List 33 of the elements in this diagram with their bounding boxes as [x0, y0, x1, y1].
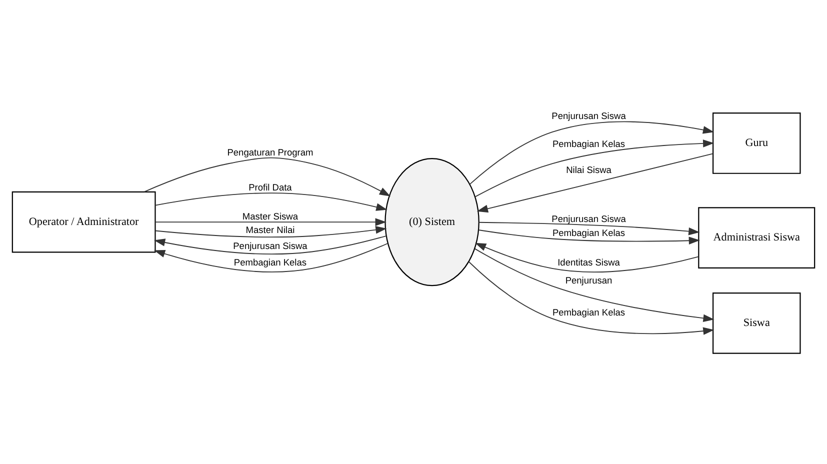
- edge-label: Pembagian Kelas: [552, 138, 626, 148]
- edge-label: Penjurusan Siswa: [552, 110, 626, 121]
- arrow: [478, 221, 700, 235]
- arrow: [474, 242, 699, 272]
- edge-label: Penjurusan: [565, 274, 612, 285]
- edge-label: Nilai Siswa: [566, 164, 612, 174]
- arrow: [474, 248, 714, 322]
- edge-label: Pembagian Kelas: [234, 257, 307, 268]
- edge-label: Master Nilai: [246, 224, 295, 235]
- arrow: [154, 226, 387, 238]
- arrow: [154, 192, 388, 210]
- arrow: [144, 156, 391, 196]
- arrow: [154, 235, 387, 254]
- arrow: [474, 139, 714, 197]
- arrow: [468, 260, 714, 334]
- arrow: [154, 218, 386, 226]
- arrow: [478, 229, 700, 244]
- arrow: [469, 120, 714, 184]
- edge-label: Master Siswa: [242, 210, 298, 221]
- arrow: [476, 152, 714, 212]
- edge-label: Identitas Siswa: [558, 257, 620, 268]
- arrow: [154, 242, 388, 272]
- edge-label: Pembagian Kelas: [552, 307, 626, 318]
- edge-label: Profil Data: [248, 182, 292, 192]
- node-box: Operator / Administrator: [12, 190, 156, 252]
- node-box: Siswa: [712, 292, 801, 354]
- edge-label: Pembagian Kelas: [552, 227, 626, 238]
- node-box: Guru: [712, 112, 801, 174]
- edge-label: Penjurusan Siswa: [552, 214, 626, 224]
- node-box: Administrasi Siswa: [698, 206, 816, 268]
- edge-label: Penjurusan Siswa: [233, 240, 308, 250]
- node-ellipse: (0) Sistem: [384, 157, 480, 286]
- edge-label: Pengaturan Program: [227, 146, 314, 157]
